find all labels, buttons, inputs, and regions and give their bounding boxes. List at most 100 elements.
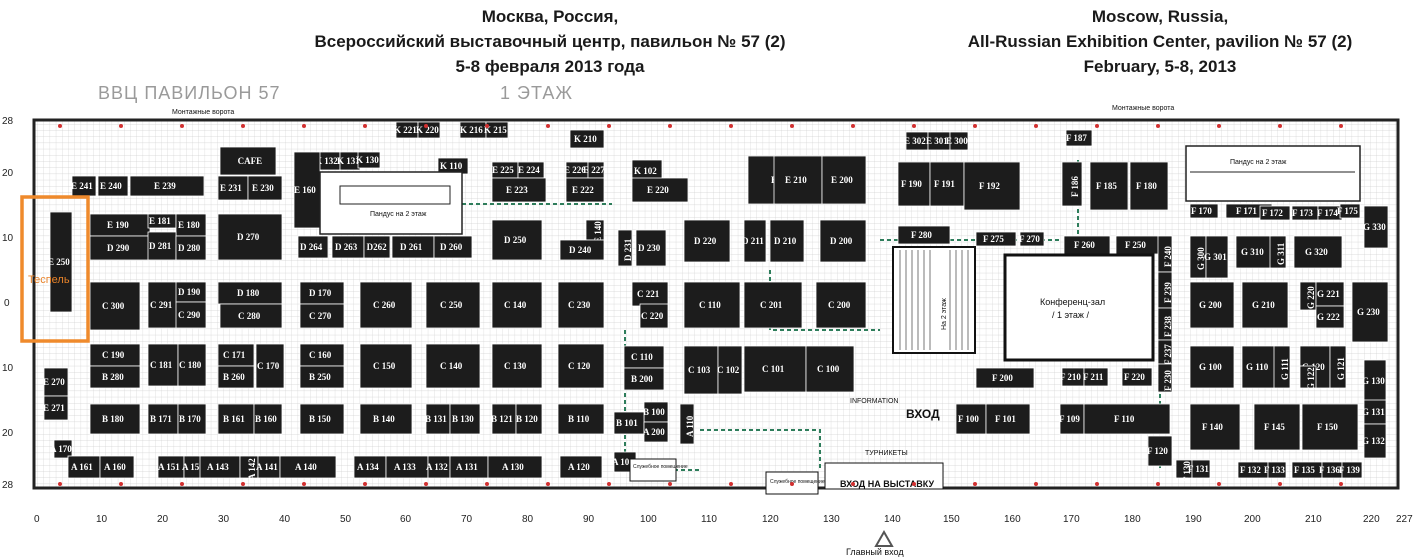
booth-e222[interactable]: E 222 [565,177,605,203]
booth-b171[interactable]: B 171 [147,403,179,435]
booth-e230[interactable]: E 230 [247,175,283,201]
booth-cafe[interactable]: CAFE [219,146,277,176]
booth-d261[interactable]: D 261 [391,235,435,259]
booth-f230[interactable]: F 230 [1157,363,1173,393]
booth-c230[interactable]: C 230 [557,281,605,329]
booth-g230[interactable]: G 230 [1351,281,1389,343]
booth-c150[interactable]: C 150 [359,343,413,389]
booth-d190[interactable]: D 190 [175,281,207,303]
booth-g132[interactable]: G 132 [1362,423,1387,459]
booth-g210[interactable]: G 210 [1241,281,1289,329]
booth-k221[interactable]: K 221 [394,121,419,139]
booth-e181[interactable]: E 181 [147,213,177,229]
booth-d230[interactable]: D 230 [635,229,667,267]
booth-b180[interactable]: B 180 [89,403,141,435]
booth-f200[interactable]: F 200 [975,367,1035,389]
booth-g130[interactable]: G 130 [1362,359,1387,403]
booth-e190[interactable]: E 190 [89,213,151,237]
exhibition-entrance-box[interactable] [824,462,944,490]
booth-f133[interactable]: F 133 [1264,461,1287,479]
booth-a131[interactable]: A 131 [449,455,489,479]
booth-f175[interactable]: F 175 [1337,203,1361,219]
booth-g200[interactable]: G 200 [1189,281,1235,329]
booth-c100[interactable]: C 100 [805,345,855,393]
booth-c280[interactable]: C 280 [219,303,283,329]
booth-c110[interactable]: C 110 [623,345,665,369]
booth-a132[interactable]: A 132 [426,455,451,479]
booth-g131[interactable]: G 131 [1362,399,1387,425]
booth-c270[interactable]: C 270 [299,303,345,329]
booth-f260[interactable]: F 260 [1063,235,1111,255]
booth-g221[interactable]: G 221 [1315,281,1345,307]
booth-d264[interactable]: D 264 [297,235,329,259]
booth-f100[interactable]: F 100 [955,403,987,435]
booth-e270[interactable]: E 270 [43,367,69,397]
booth-d280[interactable]: D 280 [175,235,207,261]
booth-c260[interactable]: C 260 [359,281,413,329]
conference-hall[interactable]: Конференц-зал / 1 этаж / [1003,253,1155,362]
booth-f139[interactable]: F 139 [1339,461,1363,479]
booth-c181[interactable]: C 181 [147,343,179,387]
booth-f109[interactable]: F 109 [1059,403,1085,435]
booth-d270[interactable]: D 270 [217,213,283,261]
booth-b150[interactable]: B 150 [299,403,345,435]
booth-f150[interactable]: F 150 [1301,403,1359,451]
booth-g311[interactable]: G 311 [1269,235,1287,269]
booth-g222[interactable]: G 222 [1315,305,1345,329]
booth-b120[interactable]: B 120 [515,403,543,435]
booth-c250[interactable]: C 250 [425,281,481,329]
booth-k220[interactable]: K 220 [416,121,441,139]
booth-b140[interactable]: B 140 [359,403,413,435]
booth-c220[interactable]: C 220 [639,303,669,329]
booth-c180[interactable]: C 180 [177,343,207,387]
booth-b130[interactable]: B 130 [449,403,481,435]
booth-e300[interactable]: E 300 [946,131,969,151]
booth-a141[interactable]: A 141 [256,455,281,479]
booth-k130[interactable]: K 130 [356,151,381,169]
booth-f120[interactable]: F 120 [1147,435,1173,467]
booth-g330[interactable]: G 330 [1363,205,1389,249]
booth-f250[interactable]: F 250 [1115,235,1161,255]
booth-a170[interactable]: A 170 [50,439,73,459]
booth-b101[interactable]: B 101 [613,411,645,435]
booth-c171[interactable]: C 171 [217,343,255,367]
booth-e224[interactable]: E 224 [517,161,545,179]
booth-f170[interactable]: F 170 [1189,203,1219,219]
booth-b110[interactable]: B 110 [557,403,605,435]
booth-a110[interactable]: A 110 [679,403,695,445]
booth-f180[interactable]: F 180 [1129,161,1169,211]
booth-c101[interactable]: C 101 [743,345,807,393]
booth-c130[interactable]: C 130 [491,343,543,389]
booth-f240[interactable]: F 240 [1157,235,1173,273]
booth-g220[interactable]: G 220 [1299,281,1317,311]
booth-e271[interactable]: E 271 [43,395,69,421]
booth-e180[interactable]: E 180 [175,213,207,237]
booth-d290[interactable]: D 290 [89,235,151,261]
booth-d180[interactable]: D 180 [217,281,283,305]
booth-f280[interactable]: F 280 [897,225,951,245]
booth-e210[interactable]: E 210 [773,155,823,205]
booth-c190[interactable]: C 190 [89,343,141,367]
booth-d240[interactable]: D 240 [559,239,605,261]
booth-c200[interactable]: C 200 [815,281,867,329]
booth-f210[interactable]: F 210 [1060,367,1085,387]
booth-e223[interactable]: E 223 [491,177,547,203]
booth-f135[interactable]: F 135 [1291,461,1323,479]
booth-c103[interactable]: C 103 [683,345,719,395]
booth-c140[interactable]: C 140 [491,281,543,329]
booth-a200[interactable]: A 200 [643,421,669,443]
booth-a130[interactable]: A 130 [487,455,543,479]
booth-f187[interactable]: F 187 [1065,129,1093,147]
booth-d220[interactable]: D 220 [683,219,731,263]
booth-d260[interactable]: D 260 [433,235,473,259]
booth-f145[interactable]: F 145 [1253,403,1301,451]
booth-d211[interactable]: D 211 [742,219,767,263]
booth-d231[interactable]: D 231 [617,229,633,267]
booth-a133[interactable]: A 133 [385,455,429,479]
booth-g320[interactable]: G 320 [1293,235,1343,269]
booth-d210[interactable]: D 210 [769,219,805,263]
booth-f238[interactable]: F 238 [1157,307,1173,341]
booth-f237[interactable]: F 237 [1157,339,1173,365]
booth-b160[interactable]: B 160 [253,403,283,435]
